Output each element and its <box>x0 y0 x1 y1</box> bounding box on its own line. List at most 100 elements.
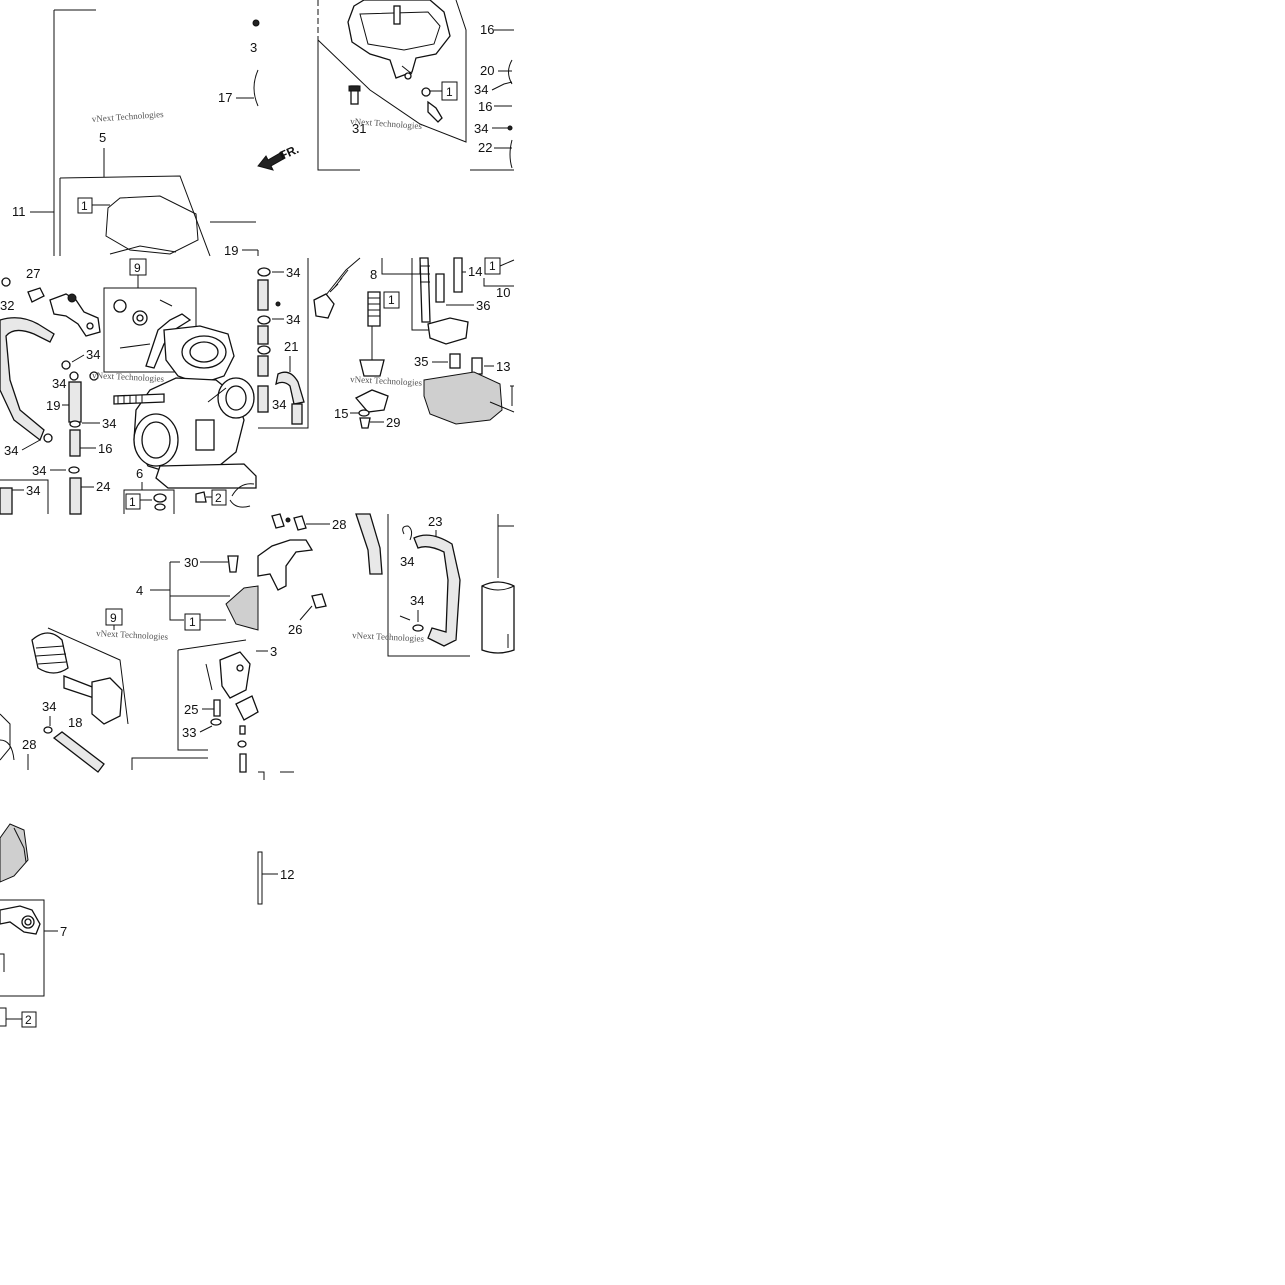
callout-7: 7 <box>60 924 67 939</box>
gasket <box>105 195 199 255</box>
watermark-6: vNext Technologies <box>352 630 425 644</box>
box-ref-2: 2 <box>215 491 222 505</box>
callout-34-b: 34 <box>474 121 488 136</box>
direction-label: FR. <box>278 142 301 163</box>
cylinder-sleeve <box>481 581 515 654</box>
callout-34-f: 34 <box>4 443 18 458</box>
callout-28-b: 28 <box>22 737 36 752</box>
air-chamber <box>0 823 29 883</box>
choke-lever <box>219 651 251 699</box>
callout-28-a: 28 <box>332 517 346 532</box>
screw-27 <box>27 287 45 303</box>
tile-lower-left: 12 7 2 <box>0 771 294 1028</box>
callout-3-mid: 3 <box>270 644 277 659</box>
hose-left <box>0 317 55 442</box>
callout-34-d: 34 <box>52 376 66 391</box>
callout-11: 11 <box>12 204 26 219</box>
callout-34-j: 34 <box>286 312 300 327</box>
drain-screw <box>427 100 443 123</box>
cable-nut <box>313 293 335 319</box>
box-ref-9-label: 9 <box>134 261 141 275</box>
callout-34-m: 34 <box>410 593 424 608</box>
needle-holder <box>427 317 469 345</box>
callout-35: 35 <box>414 354 428 369</box>
watermark-3: vNext Technologies <box>92 370 165 384</box>
callout-34-c: 34 <box>86 347 100 362</box>
watermark: vNext Technologies <box>91 109 164 124</box>
callout-26: 26 <box>288 622 302 637</box>
callout-30: 30 <box>184 555 198 570</box>
callout-25: 25 <box>184 702 198 717</box>
callout-36: 36 <box>476 298 490 313</box>
box-ref-2-b: 2 <box>25 1013 32 1027</box>
watermark-4: vNext Technologies <box>350 374 423 388</box>
callout-3-top: 3 <box>250 40 257 55</box>
tile-mid-left: 27 32 34 34 19 34 16 34 34 24 34 <box>0 258 257 515</box>
spring <box>367 291 381 327</box>
callout-6: 6 <box>136 466 143 481</box>
nut <box>113 299 127 313</box>
box-ref-1-c: 1 <box>129 495 136 509</box>
bracket-26 <box>257 539 314 591</box>
callout-16-b: 16 <box>478 99 492 114</box>
top-cover <box>225 585 259 631</box>
callout-34-h: 34 <box>26 483 40 498</box>
callout-17: 17 <box>218 90 232 105</box>
jet-holder <box>354 389 389 413</box>
box-ref-1-label: 1 <box>81 199 88 213</box>
callout-21: 21 <box>284 339 298 354</box>
screw-icon <box>252 19 260 27</box>
tube-19 <box>68 381 82 423</box>
tile-bottom-left: 30 4 1 9 34 18 28 3 25 3 <box>0 555 277 773</box>
callout-12: 12 <box>280 867 294 882</box>
screw-spring <box>113 393 165 405</box>
callout-34-l: 34 <box>400 554 414 569</box>
callout-19-b: 19 <box>46 398 60 413</box>
callout-31: 31 <box>352 121 366 136</box>
callout-34-i: 34 <box>286 265 300 280</box>
float <box>423 371 503 425</box>
callout-27: 27 <box>26 266 40 281</box>
callout-10: 10 <box>496 285 510 300</box>
tile-top-middle: 31 1 vNext Technologies 16 20 34 16 34 2… <box>224 0 514 258</box>
hose-18 <box>52 731 105 773</box>
callout-20: 20 <box>480 63 494 78</box>
throttle-valve <box>359 359 385 377</box>
callout-24: 24 <box>96 479 110 494</box>
callout-16-c: 16 <box>98 441 112 456</box>
callout-8: 8 <box>370 267 377 282</box>
callout-34-e: 34 <box>102 416 116 431</box>
box-ref-1-b: 1 <box>446 85 453 99</box>
callout-34-n: 34 <box>42 699 56 714</box>
callout-22: 22 <box>478 140 492 155</box>
choke-plate <box>91 677 123 725</box>
box-ref-1-e: 1 <box>489 259 496 273</box>
tile-top-left: 11 5 1 17 3 vNext Technologies <box>12 9 260 257</box>
choke-spring <box>31 632 69 674</box>
callout-4: 4 <box>136 583 143 598</box>
callout-34-g: 34 <box>32 463 46 478</box>
tile-bottom-middle: 28 26 23 34 34 vNext Technologies <box>257 513 515 657</box>
hose-23 <box>413 534 461 647</box>
float-chamber-cover <box>347 0 451 79</box>
callout-34-k: 34 <box>272 397 286 412</box>
hose-a <box>355 513 383 575</box>
callout-14: 14 <box>468 264 482 279</box>
box-ref-1-f: 1 <box>189 615 196 629</box>
callout-18: 18 <box>68 715 82 730</box>
front-direction-arrow-icon: FR. <box>257 142 301 171</box>
callout-5: 5 <box>99 130 106 145</box>
callout-19-a: 19 <box>224 243 238 258</box>
o-ring <box>421 87 431 97</box>
callout-23: 23 <box>428 514 442 529</box>
callout-34-a: 34 <box>474 82 488 97</box>
drain-tube <box>393 5 401 25</box>
tile-mid-middle: 34 34 21 34 8 1 14 1 <box>257 257 515 430</box>
callout-15: 15 <box>334 406 348 421</box>
box-ref-9-b: 9 <box>110 611 117 625</box>
watermark-5: vNext Technologies <box>96 628 169 642</box>
callout-33: 33 <box>182 725 196 740</box>
box-ref-1-d: 1 <box>388 293 395 307</box>
callout-29: 29 <box>386 415 400 430</box>
